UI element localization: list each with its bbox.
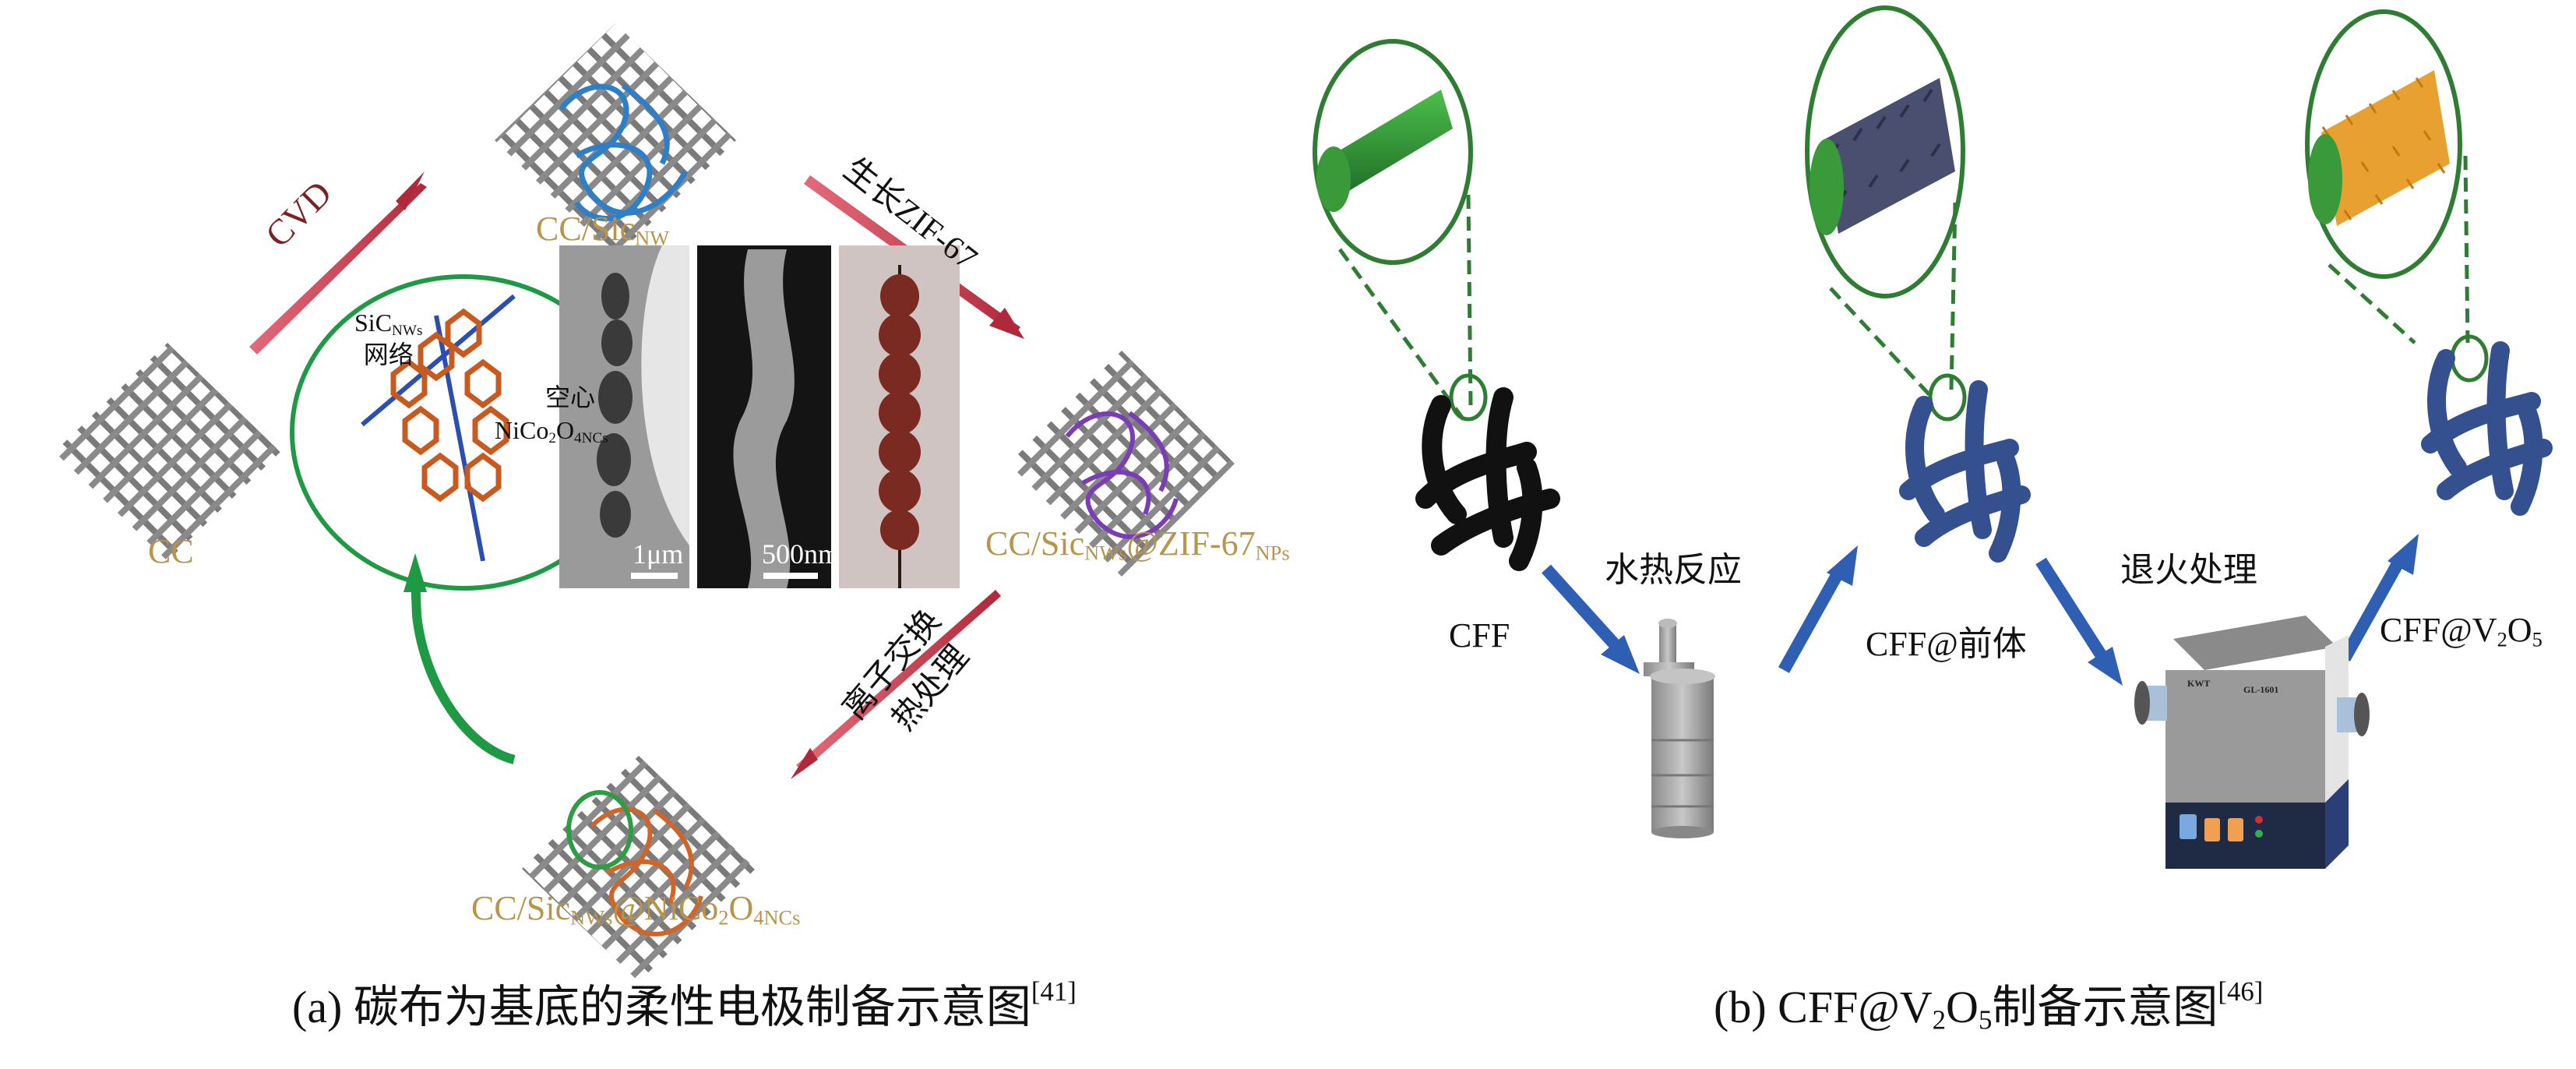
label-subscript: NWs (1084, 541, 1127, 565)
label-text: O (728, 889, 754, 927)
label-text: 网络 (363, 340, 414, 369)
autoclave-icon (1644, 619, 1715, 838)
label-text: CFF@V (2380, 611, 2497, 649)
label-subscript: NWs (570, 905, 613, 930)
label-subscript: 2 (718, 905, 729, 930)
label-subscript: 4NCs (574, 429, 608, 446)
label-subscript: 2 (548, 429, 556, 446)
arrow-ion-exchange (791, 590, 1001, 779)
label-text: @NiCo (612, 889, 719, 927)
stage-label-cff: CFF (1449, 616, 1510, 654)
inset-label-sic: SiCNWs 网络 (354, 308, 422, 369)
label-text: O (555, 415, 575, 444)
caption-ref: [41] (1031, 976, 1077, 1007)
scale-bar-label-1: 1μm (633, 538, 684, 570)
panel-a-graphics (55, 23, 1235, 982)
zoom-bubble-precursor (1805, 5, 1967, 422)
label-subscript: 2 (2497, 627, 2507, 651)
process-label-annealing: 退火处理 (2120, 551, 2257, 589)
fiber-weave-v2o5 (2421, 341, 2553, 516)
process-label-hydrothermal: 水热反应 (1605, 551, 1742, 589)
label-text: NiCo (495, 415, 549, 444)
scale-bar-label-2: 500nm (762, 538, 840, 570)
label-cc-sic-nico: CC/SicNWs@NiCo2O4NCs (471, 888, 800, 930)
stage-label-precursor: CFF@前体 (1866, 625, 2027, 663)
zoom-bubble-v2o5 (2305, 9, 2489, 383)
inset-label-hollow: 空心 NiCo2O4NCs (495, 382, 608, 448)
fiber-weave-precursor (1899, 380, 2031, 563)
fiber-weave-cff (1415, 387, 1560, 571)
label-text: CC/Sic (536, 210, 636, 248)
micrograph-photo (839, 245, 960, 588)
mesh-cc-sic (495, 23, 736, 257)
label-text: SiC (354, 309, 393, 337)
label-text: CC/Sic (471, 889, 571, 927)
mesh-cc-sic-zif (1009, 351, 1235, 577)
label-text: CC/Sic (985, 524, 1085, 563)
label-subscript: NWs (392, 322, 423, 339)
label-cc-sic-zif: CC/SicNWs@ZIF-67NPs (985, 524, 1290, 566)
arrow-to-furnace (2035, 557, 2123, 686)
caption-b: (b) CFF@V2O5制备示意图[46] (1714, 970, 2263, 1036)
furnace-brand: KWT (2187, 678, 2211, 689)
caption-a: (a) 碳布为基底的柔性电极制备示意图[41] (292, 970, 1077, 1035)
label-cc-sic: CC/SicNW (536, 209, 669, 251)
caption-text: (b) CFF@V (1714, 982, 1933, 1032)
furnace-model: GL-1601 (2243, 684, 2279, 695)
arrow-from-autoclave (1778, 545, 1858, 673)
label-text: @ZIF-67 (1126, 524, 1256, 563)
mesh-cc-sic-nico (522, 756, 756, 982)
label-subscript: 4NCs (753, 905, 801, 930)
caption-subscript: 2 (1932, 1004, 1947, 1035)
caption-ref: [46] (2218, 976, 2264, 1007)
zoom-bubble-cff (1313, 39, 1488, 422)
label-subscript: 5 (2532, 627, 2543, 651)
tube-furnace-icon (2134, 616, 2370, 869)
label-text: 空心 (545, 383, 596, 411)
caption-subscript: 5 (1978, 1004, 1993, 1035)
mesh-cc (55, 343, 280, 561)
arrow-cvd (249, 171, 427, 355)
micrograph-tem (559, 245, 689, 588)
label-cc: CC (148, 532, 194, 570)
label-subscript: NW (635, 226, 670, 250)
caption-text: O (1946, 982, 1979, 1032)
caption-text: (a) 碳布为基底的柔性电极制备示意图 (292, 982, 1031, 1032)
label-subscript: NPs (1255, 541, 1290, 565)
stage-label-v2o5: CFF@V2O5 (2380, 610, 2543, 652)
micrograph-sem (697, 245, 831, 588)
caption-text: 制备示意图 (1992, 982, 2218, 1032)
label-text: O (2507, 611, 2532, 649)
